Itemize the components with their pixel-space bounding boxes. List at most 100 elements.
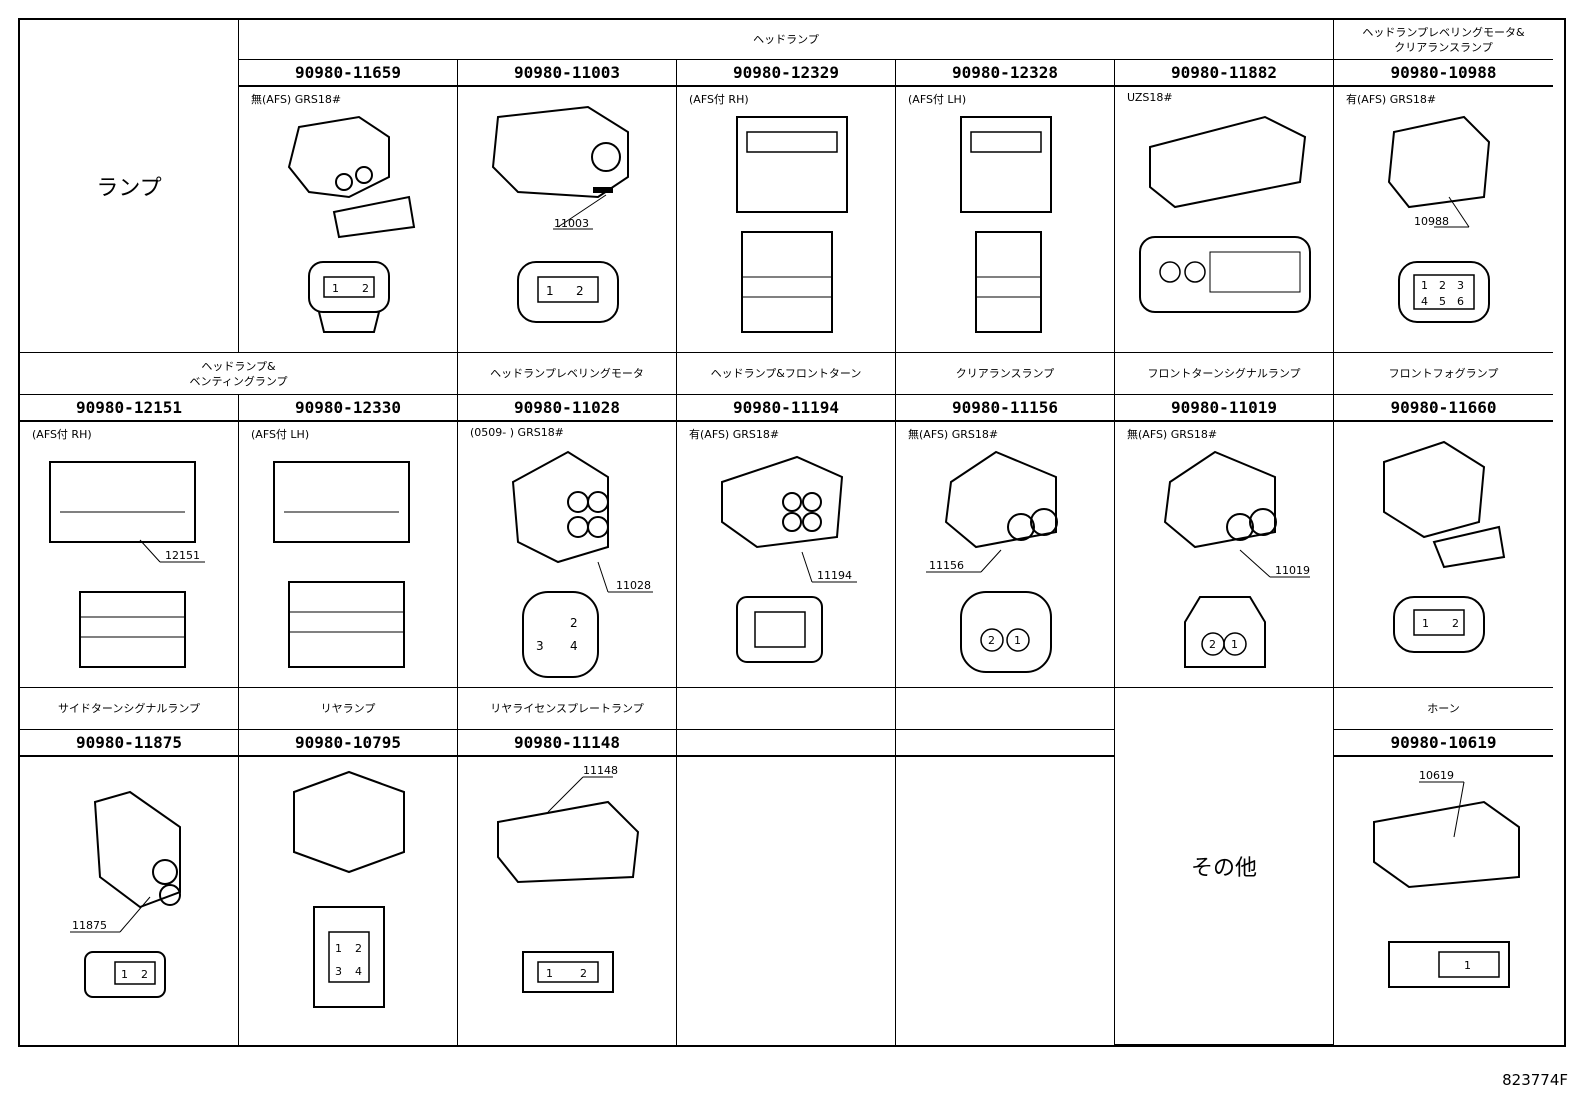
title-side-turn-signal: サイドターンシグナルランプ [20, 688, 239, 730]
pin-label: 1 [546, 967, 553, 980]
title-label: フロントターンシグナルランプ [1147, 367, 1301, 380]
empty-cell [677, 757, 896, 1045]
title-label: クリアランスランプ [955, 367, 1055, 380]
callout-label: 12151 [165, 549, 200, 562]
part-number: 90980-11660 [1334, 395, 1553, 422]
title-rear-lamp: リヤランプ [239, 688, 458, 730]
part-number: 90980-11156 [896, 395, 1115, 422]
pin-label: 1 [1014, 634, 1021, 647]
corner-category-cell: ランプ [20, 20, 239, 353]
callout-label: 10988 [1414, 215, 1449, 228]
fitment-note: 無(AFS) GRS18# [251, 93, 342, 106]
part-number: 90980-12328 [896, 60, 1115, 87]
callout-label: 11028 [616, 579, 651, 592]
pin-label: 1 [1464, 959, 1471, 972]
group-title-label: ヘッドランプ [753, 33, 819, 46]
connector-illustration: 11028 3 4 2 [511, 450, 653, 678]
part-number: 90980-11875 [20, 730, 239, 757]
connector-drawing: 無(AFS) GRS18# 11019 2 1 [1115, 422, 1334, 688]
figure-code: 823774F [1502, 1071, 1568, 1089]
callout-label: 11156 [929, 559, 964, 572]
pin-label: 1 [335, 942, 342, 955]
connector-drawing: (AFS付 LH) [896, 87, 1115, 353]
part-number-empty [896, 730, 1115, 757]
connector-illustration: 11003 1 2 [491, 105, 629, 323]
title-leveling-motor: ヘッドランプレベリングモータ [458, 353, 677, 395]
pin-label: 2 [1209, 638, 1216, 651]
part-number: 90980-10619 [1334, 730, 1553, 757]
part-number: 90980-10988 [1334, 60, 1553, 87]
pin-label: 2 [580, 967, 587, 980]
fitment-note: 無(AFS) GRS18# [1127, 428, 1218, 441]
title-horn: ホーン [1334, 688, 1553, 730]
fitment-note: UZS18# [1127, 91, 1173, 104]
connector-illustration: 11156 2 1 [926, 450, 1058, 673]
callout-label: 11003 [554, 217, 589, 230]
connector-table: ランプ ヘッドランプ ヘッドランプレベリングモータ& クリアランスランプ 909… [18, 18, 1566, 1047]
connector-illustration [736, 116, 848, 333]
callout-label: 11019 [1275, 564, 1310, 577]
pin-label: 2 [1452, 617, 1459, 630]
part-number: 90980-12151 [20, 395, 239, 422]
title-label: ヘッドランプ& ベンティングランプ [189, 359, 288, 388]
pin-label: 4 [570, 639, 578, 653]
fitment-note: (AFS付 RH) [689, 93, 749, 106]
connector-illustration [1139, 115, 1311, 313]
pin-label: 6 [1457, 295, 1464, 308]
pin-label: 5 [1439, 295, 1446, 308]
connector-drawing: (AFS付 LH) [239, 422, 458, 688]
empty-cell [896, 757, 1115, 1045]
fitment-note: (AFS付 LH) [908, 93, 967, 106]
part-number-empty [677, 730, 896, 757]
connector-drawing: (AFS付 RH) [677, 87, 896, 353]
connector-illustration: 11019 2 1 [1163, 450, 1310, 668]
part-number: 90980-11003 [458, 60, 677, 87]
pin-label: 1 [1231, 638, 1238, 651]
pin-label: 2 [355, 942, 362, 955]
part-number: 90980-11194 [677, 395, 896, 422]
fitment-note: 有(AFS) GRS18# [689, 428, 780, 441]
title-headlamp-front-turn: ヘッドランプ&フロントターン [677, 353, 896, 395]
part-number: 90980-11882 [1115, 60, 1334, 87]
pin-label: 1 [1422, 617, 1429, 630]
connector-drawing: (AFS付 RH) 12151 [20, 422, 239, 688]
pin-label: 3 [1457, 279, 1464, 292]
pin-label: 1 [121, 968, 128, 981]
callout-label: 11194 [817, 569, 852, 582]
pin-label: 2 [1439, 279, 1446, 292]
connector-drawing: 11003 1 2 [458, 87, 677, 353]
pin-label: 1 [332, 282, 339, 295]
fitment-note: (AFS付 RH) [32, 428, 92, 441]
connector-drawing: 無(AFS) GRS18# 1 2 [239, 87, 458, 353]
pin-label: 2 [141, 968, 148, 981]
callout-label: 10619 [1419, 769, 1454, 782]
connector-illustration [960, 116, 1052, 333]
pin-label: 1 [546, 284, 554, 298]
part-number: 90980-11659 [239, 60, 458, 87]
fitment-note: (AFS付 LH) [251, 428, 310, 441]
title-headlamp-bending: ヘッドランプ& ベンティングランプ [20, 353, 458, 395]
title-license-plate-lamp: リヤライセンスプレートランプ [458, 688, 677, 730]
connector-drawing: 有(AFS) GRS18# 10988 1 2 3 4 5 6 [1334, 87, 1553, 353]
other-category-cell: その他 [1115, 688, 1334, 1045]
pin-label: 2 [988, 634, 995, 647]
connector-illustration: 10988 1 2 3 4 5 6 [1387, 115, 1491, 323]
fitment-note: (0509- ) GRS18# [470, 426, 564, 439]
title-clearance: クリアランスランプ [896, 353, 1115, 395]
pin-label: 4 [1421, 295, 1428, 308]
connector-drawing: 11875 1 2 [20, 757, 239, 1045]
fitment-note: 有(AFS) GRS18# [1346, 93, 1437, 106]
connector-illustration: 11148 1 2 [497, 764, 640, 993]
pin-label: 3 [335, 965, 342, 978]
connector-illustration: 11194 [721, 455, 857, 663]
connector-illustration [273, 461, 410, 668]
title-front-turn-signal: フロントターンシグナルランプ [1115, 353, 1334, 395]
empty-title [896, 688, 1115, 730]
title-label: ヘッドランプレベリングモータ [490, 367, 644, 380]
part-number: 90980-10795 [239, 730, 458, 757]
connector-illustration: 1 2 3 4 [293, 770, 405, 1008]
part-number: 90980-12329 [677, 60, 896, 87]
pin-label: 4 [355, 965, 362, 978]
connector-illustration: 10619 1 [1373, 769, 1520, 988]
part-number: 90980-11019 [1115, 395, 1334, 422]
